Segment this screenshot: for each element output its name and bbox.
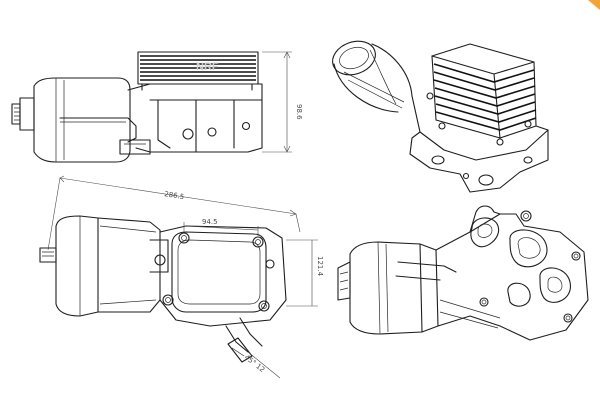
- corner-accent: [588, 0, 600, 10]
- isometric-view-bottom: [337, 205, 589, 341]
- cooler-fins-side: [140, 55, 256, 81]
- dimension-label-side: 98.6: [295, 104, 303, 120]
- bolt-heads: [162, 232, 275, 312]
- cooler-fins-iso: [433, 63, 537, 131]
- top-view: 286.5 94.5 121.4 4: [39, 175, 324, 379]
- isometric-view-top: [332, 40, 549, 193]
- side-view: 98.6 NRF: [11, 51, 303, 163]
- watermark: NRF: [196, 61, 219, 73]
- flange-ports: [470, 210, 581, 323]
- dimension-label-spacing: 94.5: [202, 218, 218, 226]
- dimension-label-length: 286.5: [164, 190, 185, 201]
- dimension-label-height: 121.4: [316, 256, 324, 277]
